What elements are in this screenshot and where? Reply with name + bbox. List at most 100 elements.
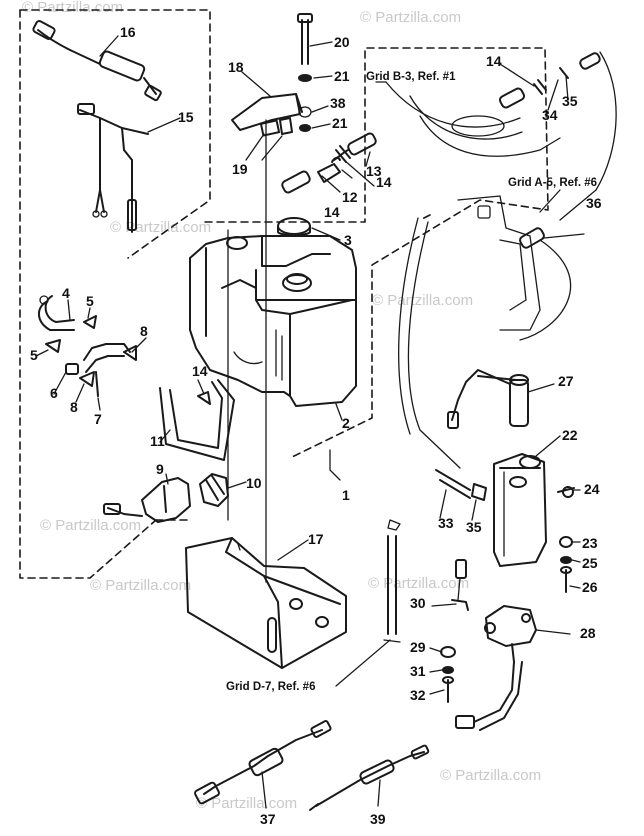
callout-23: 23 [582,535,598,551]
callout-10: 10 [246,475,262,491]
watermark: © Partzilla.com [40,517,141,534]
callout-9: 9 [156,461,164,477]
callout-14: 14 [192,363,208,379]
watermark: © Partzilla.com [110,219,211,236]
callout-11: 11 [150,433,165,449]
part-35-clamp [471,483,487,501]
part-23-washer [559,536,573,548]
callout-19: 19 [232,161,248,177]
callout-15: 15 [178,109,194,125]
part-29-washer [440,646,456,658]
part-3-cap [277,217,311,236]
part-15-harness [77,103,149,233]
callout-16: 16 [120,24,136,40]
part-36-hose [398,51,617,469]
callout-7: 7 [94,411,102,427]
callout-31: 31 [410,663,426,679]
callout-2: 2 [342,415,350,431]
grid-ref-a5: Grid A-5, Ref. #6 [508,177,597,189]
part-engine-block [457,195,541,331]
callout-5: 5 [30,347,38,363]
cable-group-outline [204,47,549,459]
part-13-hose [333,52,601,161]
part-hose-d7 [383,519,401,643]
watermark: © Partzilla.com [196,795,297,812]
callout-14: 14 [376,174,392,190]
part-2-oil-tank [189,235,357,407]
watermark: © Partzilla.com [360,9,461,26]
callout-4: 4 [62,285,70,301]
part-26-bolt [560,566,572,593]
part-6-connector [65,363,79,375]
callout-29: 29 [410,639,426,655]
callout-35: 35 [562,93,578,109]
part-19-clamp [259,117,293,137]
watermark: © Partzilla.com [440,767,541,784]
leader-lines [35,35,585,809]
callout-13: 13 [366,163,382,179]
callout-24: 24 [584,481,600,497]
part-17-bracket [185,537,347,669]
part-8-clamp [79,345,137,387]
callout-32: 32 [410,687,426,703]
grid-ref-d7: Grid D-7, Ref. #6 [226,681,315,693]
callout-8: 8 [140,323,148,339]
callout-35: 35 [466,519,482,535]
grid-ref-b3: Grid B-3, Ref. #1 [366,71,456,83]
part-14-clip-lower [197,391,211,405]
callout-22: 22 [562,427,578,443]
tank-right-outline [419,214,431,221]
part-27-coupler [447,369,529,429]
grid-reference-labels: Grid B-3, Ref. #1 Grid A-5, Ref. #6 Grid… [226,71,597,693]
callout-38: 38 [330,95,346,111]
part-32-bolt [442,676,454,703]
callout-6: 6 [50,385,58,401]
part-25-nut [560,556,572,564]
callout-14: 14 [486,53,502,69]
callout-14: 14 [324,204,340,220]
part-28-fuel-pump [455,605,537,731]
watermark: © Partzilla.com [372,292,473,309]
callout-1: 1 [342,487,350,503]
callout-33: 33 [438,515,454,531]
callout-18: 18 [228,59,244,75]
part-31-nut [442,666,454,674]
part-33-hose [435,469,471,499]
callout-numbers: 16 15 20 18 21 38 21 19 13 14 12 14 14 3… [30,24,602,827]
callout-21: 21 [332,115,348,131]
part-mount-rod [227,119,267,583]
part-9-pump [103,477,191,523]
watermark: © Partzilla.com [90,577,191,594]
dashed-group-outlines [19,9,549,579]
left-group-outline [19,9,157,579]
part-12-fitting [281,156,341,194]
part-39-cable [309,744,430,811]
part-37-cable [194,720,332,805]
part-5-clip [45,315,97,353]
part-cable-b3 [385,81,561,157]
part-11-hose [159,379,235,461]
callout-8: 8 [70,399,78,415]
part-22-reservoir [493,453,547,567]
callout-30: 30 [410,595,426,611]
callout-28: 28 [580,625,596,641]
watermark-layer: © Partzilla.com © Partzilla.com © Partzi… [22,0,541,812]
part-18-bracket [231,93,303,131]
part-20-bolt [297,13,313,65]
part-10-cap [199,473,229,507]
part-21-washer [298,74,312,132]
callout-37: 37 [260,811,276,827]
callout-26: 26 [582,579,598,595]
part-24-screw [557,486,575,498]
watermark: © Partzilla.com [368,575,469,592]
callout-5: 5 [86,293,94,309]
callout-17: 17 [308,531,324,547]
watermark: © Partzilla.com [22,0,123,16]
callout-34: 34 [542,107,558,123]
callout-25: 25 [582,555,598,571]
part-16-cable [32,20,162,102]
callout-3: 3 [344,232,352,248]
callout-39: 39 [370,811,386,827]
callout-36: 36 [586,195,602,211]
